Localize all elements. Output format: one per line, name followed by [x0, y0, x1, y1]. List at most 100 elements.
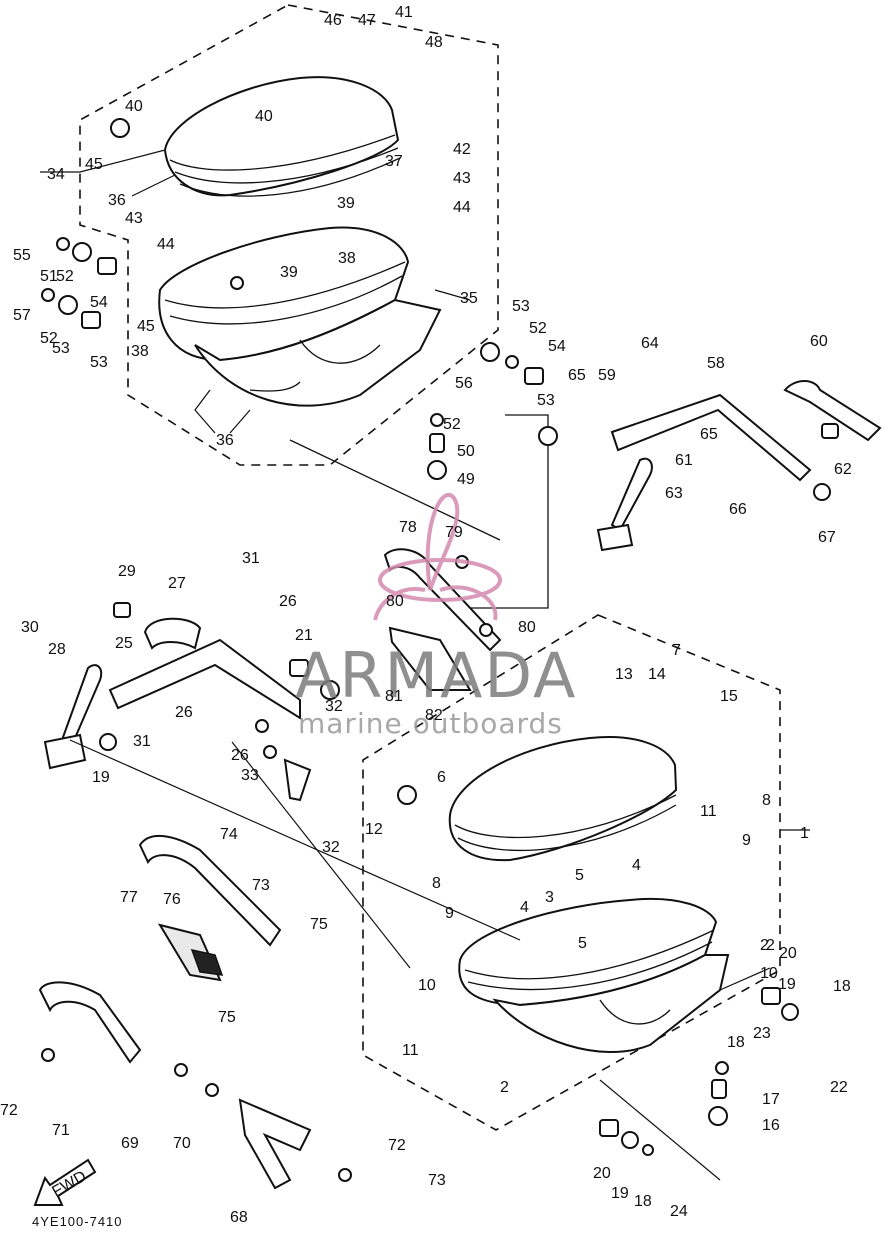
watermark-tagline: marine outboards [298, 707, 563, 740]
callout-2: 2 [500, 1079, 509, 1096]
callout-1: 1 [800, 825, 809, 842]
callout-9: 9 [742, 832, 751, 849]
upper-saddlebag [158, 76, 442, 407]
callout-38: 38 [338, 250, 356, 267]
callout-24: 24 [670, 1203, 688, 1220]
guard-70 [38, 981, 142, 1064]
callout-39: 39 [280, 264, 298, 281]
callout-5: 5 [575, 867, 584, 884]
callout-40: 40 [125, 98, 143, 115]
callout-25: 25 [115, 635, 133, 652]
callout-44: 44 [453, 199, 471, 216]
callout-19: 19 [778, 976, 796, 993]
guard-69 [238, 1098, 312, 1190]
callout-61: 61 [675, 452, 693, 469]
callout-52: 52 [56, 268, 74, 285]
callout-82: 82 [425, 707, 443, 724]
callout-36: 36 [216, 432, 234, 449]
callout-80: 80 [386, 593, 404, 610]
callout-69: 69 [121, 1135, 139, 1152]
callout-34: 34 [47, 166, 65, 183]
callout-71: 71 [52, 1122, 70, 1139]
callout-73: 73 [428, 1172, 446, 1189]
callout-10: 10 [418, 977, 436, 994]
callout-33: 33 [241, 767, 259, 784]
callout-74: 74 [220, 826, 238, 843]
callout-30: 30 [21, 619, 39, 636]
callout-60: 60 [810, 333, 828, 350]
callout-80: 80 [518, 619, 536, 636]
callout-5: 5 [578, 935, 587, 952]
callout-66: 66 [729, 501, 747, 518]
callout-26: 26 [231, 747, 249, 764]
callout-77: 77 [120, 889, 138, 906]
callout-65: 65 [700, 426, 718, 443]
callout-59: 59 [598, 367, 616, 384]
callout-47: 47 [358, 12, 376, 29]
callout-8: 8 [432, 875, 441, 892]
callout-75: 75 [218, 1009, 236, 1026]
callout-42: 42 [453, 141, 471, 158]
callout-39: 39 [337, 195, 355, 212]
callout-32: 32 [322, 839, 340, 856]
right-rail-assembly [480, 342, 882, 552]
callout-31: 31 [242, 550, 260, 567]
upper-saddlebag-group-outline [79, 4, 499, 466]
callout-50: 50 [457, 443, 475, 460]
group-outlines [79, 4, 781, 1131]
callout-11: 11 [700, 803, 717, 820]
plate-28 [43, 733, 87, 770]
upper-lid [163, 76, 400, 197]
callout-55: 55 [13, 247, 31, 264]
callout-14: 14 [648, 666, 666, 683]
fasteners [41, 118, 799, 1182]
armada-watermark: ARMADA marine outboards [295, 492, 577, 740]
callout-41: 41 [395, 4, 413, 21]
callout-8: 8 [762, 792, 771, 809]
callout-26: 26 [279, 593, 297, 610]
callout-73: 73 [252, 877, 270, 894]
callout-18: 18 [833, 978, 851, 995]
callout-27: 27 [168, 575, 186, 592]
stay-59 [610, 393, 812, 482]
callout-79: 79 [445, 524, 463, 541]
callout-56: 56 [455, 375, 473, 392]
callout-75: 75 [310, 916, 328, 933]
lower-saddlebag-group-outline [362, 614, 781, 1131]
callout-26: 26 [175, 704, 193, 721]
handle-27 [143, 617, 202, 650]
callout-52: 52 [443, 416, 461, 433]
guard-assembly [38, 834, 312, 1190]
callout-48: 48 [425, 34, 443, 51]
callout-44: 44 [157, 236, 175, 253]
callout-20: 20 [593, 1165, 611, 1182]
callout-16: 16 [762, 1117, 780, 1134]
callout-4: 4 [520, 899, 529, 916]
callout-6: 6 [437, 769, 446, 786]
watermark-brand: ARMADA [295, 639, 577, 712]
callout-12: 12 [365, 821, 383, 838]
callout-31: 31 [133, 733, 151, 750]
callout-81: 81 [385, 688, 403, 705]
callout-70: 70 [173, 1135, 191, 1152]
collar-63 [821, 423, 839, 439]
callout-53: 53 [512, 298, 530, 315]
lower-saddlebag [448, 736, 730, 1053]
callout-20: 20 [779, 945, 797, 962]
callout-62: 62 [834, 461, 852, 478]
callout-53: 53 [90, 354, 108, 371]
callout-19: 19 [92, 769, 110, 786]
callout-21: 21 [295, 627, 313, 644]
callout-4: 4 [632, 857, 641, 874]
grommet-19-left [99, 733, 117, 751]
leader-lines [40, 149, 810, 1181]
callout-32: 32 [325, 698, 343, 715]
callout-64: 64 [641, 335, 659, 352]
callout-76: 76 [163, 891, 181, 908]
callout-17: 17 [762, 1091, 780, 1108]
lower-case-base [492, 954, 730, 1053]
callout-58: 58 [707, 355, 725, 372]
guard-74 [138, 834, 282, 947]
